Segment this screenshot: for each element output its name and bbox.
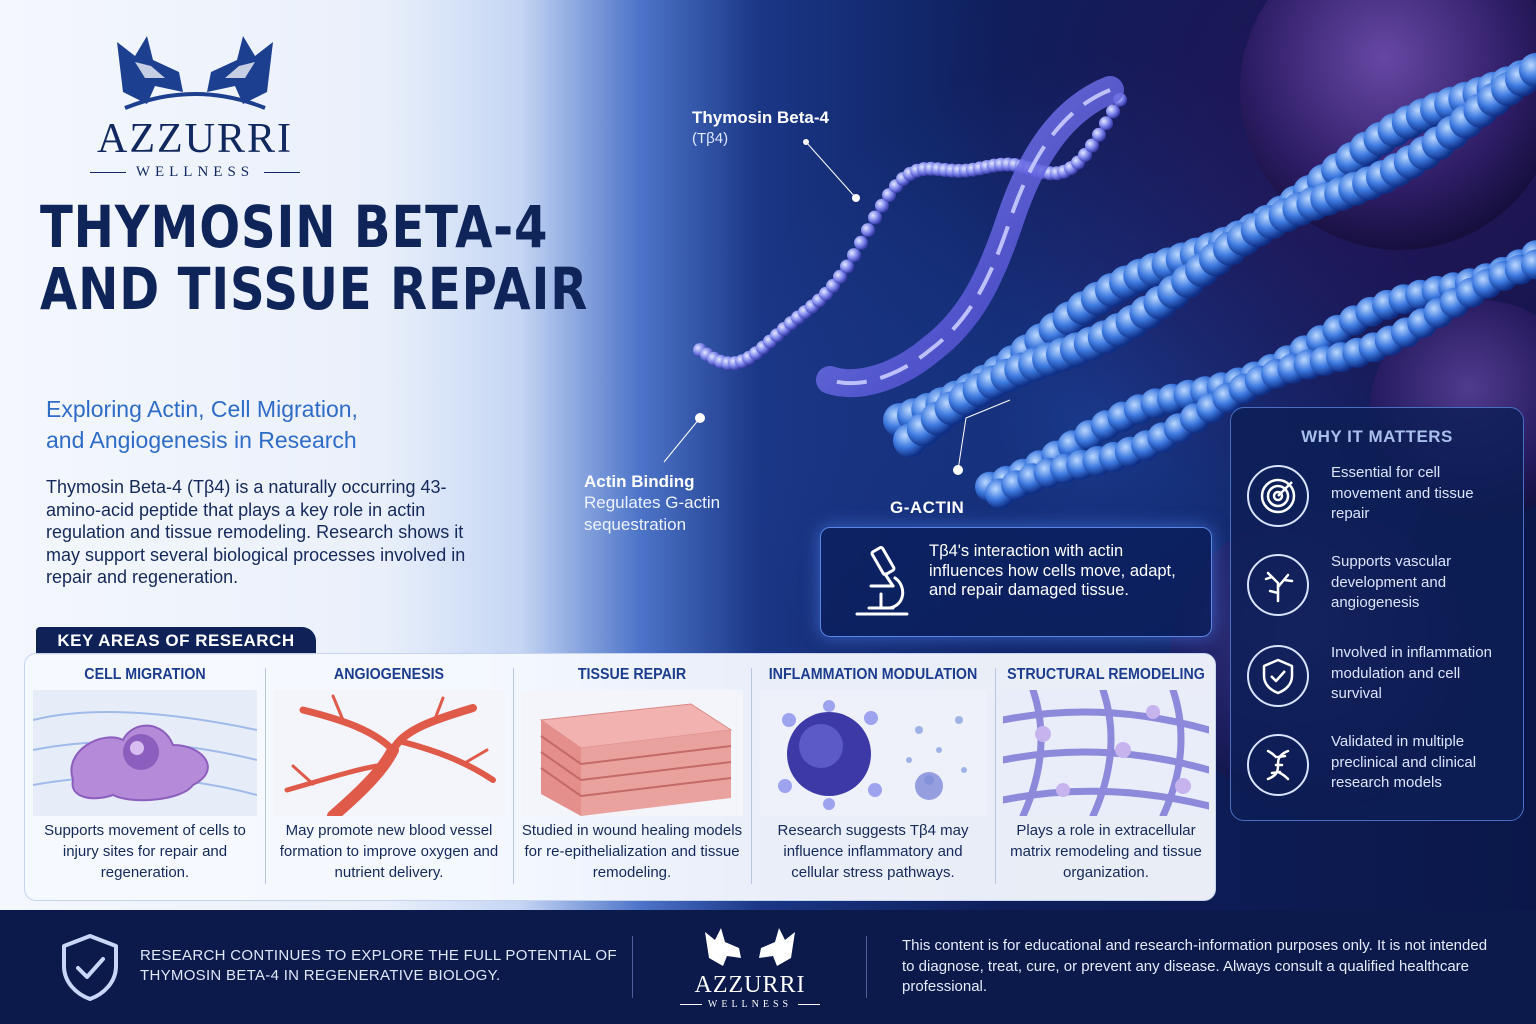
why-item: Essential for cell movement and tissue r…	[1247, 463, 1517, 543]
microscope-icon	[855, 545, 909, 616]
footer-logo: AZZURRI WELLNESS	[676, 924, 824, 1010]
footer-brand-sub: WELLNESS	[676, 999, 824, 1010]
why-heading: WHY IT MATTERS	[1301, 427, 1453, 446]
card-title: INFLAMMATION MODULATION	[768, 666, 978, 683]
why-item-text: Essential for cell movement and tissue r…	[1331, 464, 1474, 522]
card-title: CELL MIGRATION	[84, 666, 206, 683]
filament-bead	[1521, 249, 1536, 280]
wolves-logo-icon	[117, 36, 273, 110]
card-desc: Studied in wound healing models for re-e…	[521, 822, 743, 881]
cell-migration-illustration	[33, 690, 257, 816]
dna-icon	[1247, 734, 1309, 796]
footer-brand-name: AZZURRI	[694, 972, 806, 998]
brand-logo: AZZURRI WELLNESS	[80, 22, 310, 181]
shield-check-icon	[62, 934, 118, 1001]
brand-sub: WELLNESS	[80, 164, 310, 181]
card-angiogenesis: ANGIOGENESIS May promote new blood vesse…	[265, 654, 513, 902]
angiogenesis-illustration	[273, 690, 505, 816]
why-item: Supports vascular development and angiog…	[1247, 552, 1517, 632]
tb4-label-abbr: (Tβ4)	[692, 130, 729, 147]
why-item: Validated in multiple preclinical and cl…	[1247, 732, 1517, 812]
actin-binding-label: Actin Binding Regulates G-actin sequestr…	[584, 472, 784, 536]
peptide-bead	[833, 269, 847, 284]
title-line-2: AND TISSUE REPAIR	[40, 255, 589, 323]
peptide-bead	[854, 235, 868, 250]
shield-check-icon	[1247, 645, 1309, 707]
page-subtitle: Exploring Actin, Cell Migration, and Ang…	[46, 394, 476, 456]
tb4-label: Thymosin Beta-4 (Tβ4)	[692, 108, 829, 147]
footer-divider	[632, 936, 633, 998]
card-title: STRUCTURAL REMODELING	[1007, 666, 1205, 683]
peptide-bead	[1085, 138, 1099, 153]
peptide-bead	[1092, 127, 1106, 142]
card-title: TISSUE REPAIR	[577, 666, 687, 683]
key-areas-heading: KEY AREAS OF RESEARCH	[36, 627, 316, 655]
brand-name: AZZURRI	[97, 116, 293, 162]
subtitle-line-2: and Angiogenesis in Research	[46, 427, 357, 453]
why-it-matters-panel: WHY IT MATTERS Essential for cell moveme…	[1230, 407, 1524, 821]
target-icon	[1247, 465, 1309, 527]
why-item: Involved in inflammation modulation and …	[1247, 643, 1517, 723]
peptide-bead	[840, 259, 854, 274]
peptide-bead	[1106, 104, 1120, 119]
actin-info-text: Tβ4's interaction with actin influences …	[929, 542, 1176, 599]
footer-statement: RESEARCH CONTINUES TO EXPLORE THE FULL P…	[140, 947, 617, 984]
page-title: THYMOSIN BETA-4 AND TISSUE REPAIR	[40, 193, 589, 323]
actin-binding-desc: Regulates G-actin sequestration	[584, 493, 721, 534]
peptide-bead	[861, 223, 875, 238]
tb4-label-title: Thymosin Beta-4	[692, 108, 829, 127]
brand-sub-text: WELLNESS	[135, 164, 255, 180]
structural-remodeling-illustration	[1003, 690, 1209, 816]
footer-divider	[866, 936, 867, 998]
card-divider	[995, 668, 996, 884]
peptide-bead	[1099, 116, 1113, 131]
peptide-bead	[868, 210, 882, 225]
card-cell-migration: CELL MIGRATION Supports movement of cell…	[25, 654, 265, 902]
why-item-text: Supports vascular development and angiog…	[1331, 553, 1452, 611]
wolves-logo-icon	[705, 928, 795, 966]
actin-info-box: Tβ4's interaction with actin influences …	[820, 527, 1212, 637]
card-inflammation-modulation: INFLAMMATION MODULATION Research suggest…	[751, 654, 995, 902]
key-areas-panel: CELL MIGRATION Supports movement of cell…	[24, 653, 1216, 901]
card-divider	[751, 668, 752, 884]
intro-paragraph: Thymosin Beta-4 (Tβ4) is a naturally occ…	[46, 477, 466, 587]
actin-binding-title: Actin Binding	[584, 472, 695, 491]
tissue-repair-illustration	[521, 690, 743, 816]
g-actin-label: G-ACTIN	[890, 498, 965, 517]
peptide-bead	[875, 198, 889, 213]
card-desc: Supports movement of cells to injury sit…	[44, 822, 246, 881]
why-item-text: Validated in multiple preclinical and cl…	[1331, 733, 1477, 791]
card-tissue-repair: TISSUE REPAIR Studied in wound healing m…	[513, 654, 751, 902]
footer-brand-sub-text: WELLNESS	[707, 999, 793, 1010]
card-title: ANGIOGENESIS	[333, 666, 445, 683]
vessel-branch-icon	[1247, 554, 1309, 616]
footer-disclaimer: This content is for educational and rese…	[902, 937, 1488, 995]
card-desc: May promote new blood vessel formation t…	[279, 822, 499, 881]
title-line-1: THYMOSIN BETA-4	[40, 193, 549, 261]
card-divider	[513, 668, 514, 884]
card-structural-remodeling: STRUCTURAL REMODELING Plays a role in ex…	[995, 654, 1217, 902]
subtitle-line-1: Exploring Actin, Cell Migration,	[46, 396, 358, 422]
filament-bead	[1519, 53, 1536, 88]
molecule-illustration	[663, 0, 1536, 810]
footer: RESEARCH CONTINUES TO EXPLORE THE FULL P…	[0, 910, 1536, 1024]
card-desc: Plays a role in extracellular matrix rem…	[1010, 822, 1202, 881]
peptide-bead	[847, 248, 861, 263]
card-desc: Research suggests Tβ4 may influence infl…	[777, 822, 969, 881]
inflammation-illustration	[759, 690, 987, 816]
card-divider	[265, 668, 266, 884]
why-item-text: Involved in inflammation modulation and …	[1331, 644, 1492, 702]
